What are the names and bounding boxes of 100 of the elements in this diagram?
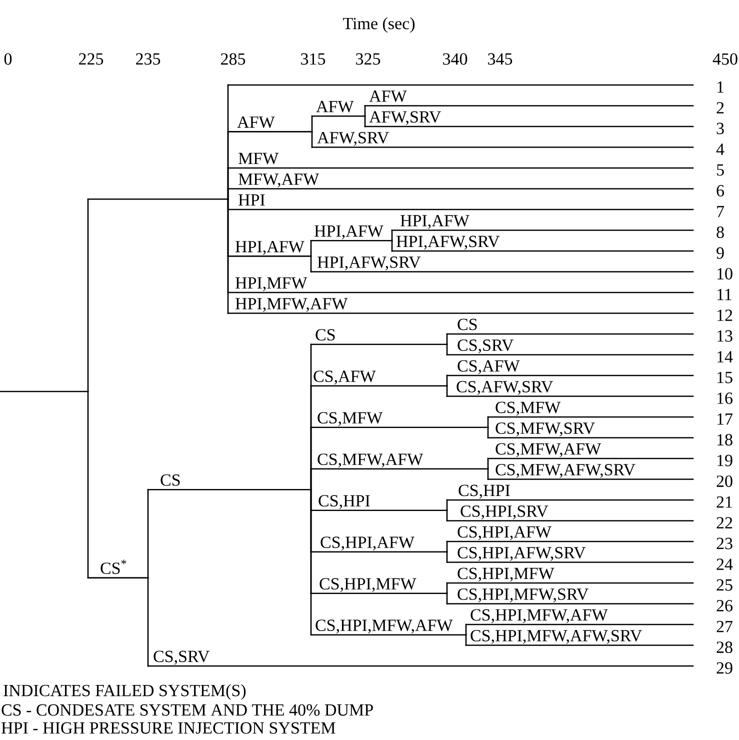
- tree-branch: AFW,SRV: [364, 111, 694, 128]
- tree-branch: HPI,MFW: [227, 277, 694, 294]
- connector-line: [487, 416, 489, 428]
- connector-line: [391, 240, 393, 252]
- tick-label: 345: [488, 53, 512, 65]
- connector-line: [227, 198, 229, 314]
- tick-label: 315: [301, 53, 326, 65]
- sequence-number: 19: [718, 454, 732, 466]
- connector-line: [446, 374, 448, 387]
- connector-line: [446, 344, 448, 356]
- tree-branch: CS,AFW: [310, 370, 448, 387]
- tree-branch: CS,MFW,AFW,SRV: [487, 464, 694, 480]
- connector-line: [487, 426, 489, 438]
- tree-branch: CS: [310, 329, 448, 346]
- tree-branch: HPI,AFW,SRV: [391, 236, 694, 252]
- connector-line: [311, 131, 313, 148]
- tree-branch: AFW: [311, 100, 366, 117]
- tree-branch: CS$^{*}$: [87, 560, 149, 578]
- tree-branch: CS,HPI,AFW: [310, 536, 448, 553]
- connector-line: [310, 256, 312, 272]
- tree-branch: CS,HPI,AFW: [446, 526, 694, 542]
- tree-branch: CS,HPI,MFW,AFW: [310, 620, 467, 636]
- connector-line: [147, 577, 149, 667]
- footnote-text: CS - CONDESATE SYSTEM AND THE 40% DUMP: [2, 704, 373, 716]
- connector-line: [311, 115, 313, 132]
- connector-line: [487, 468, 489, 480]
- tree-branch: CS,MFW,AFW: [487, 443, 694, 460]
- connector-line: [391, 230, 393, 242]
- sequence-number: 21: [716, 496, 732, 508]
- tick-label: 325: [356, 53, 380, 65]
- connector-line: [227, 188, 229, 200]
- tick-label: 0: [4, 53, 12, 65]
- sequence-number: 7: [717, 206, 724, 218]
- sequence-number: 14: [718, 351, 733, 362]
- sequence-number: 9: [716, 247, 724, 259]
- tree-branch: CS,HPI,MFW: [446, 568, 694, 584]
- tree-branch: MFW: [227, 152, 694, 169]
- tree-branch: CS,HPI,MFW,AFW,SRV: [465, 630, 694, 646]
- tick-label: 235: [136, 53, 160, 65]
- connector-line: [446, 540, 448, 553]
- sequence-number: 10: [718, 268, 732, 280]
- connector-line: [446, 592, 448, 604]
- tree-branch: CS,HPI: [446, 484, 694, 501]
- sequence-number: 23: [716, 538, 732, 550]
- sequence-number: 16: [718, 392, 732, 404]
- tree-branch: CS,HPI,AFW,SRV: [446, 547, 694, 563]
- tree-branch: HPI,AFW: [227, 240, 312, 257]
- tree-branch: HPI,AFW,SRV: [310, 256, 694, 272]
- connector-line: [446, 333, 448, 346]
- tree-branch: CS,HPI,SRV: [446, 506, 694, 522]
- sequence-number: 22: [716, 517, 732, 528]
- sequence-number: 1: [718, 81, 724, 93]
- connector-line: [310, 488, 312, 636]
- connector-line: [310, 240, 312, 257]
- tree-branch: CS,AFW,SRV: [446, 381, 694, 397]
- tree-branch: CS: [147, 474, 312, 490]
- axis-title: Time (sec): [343, 17, 415, 33]
- tree-branch: AFW,SRV: [311, 132, 694, 148]
- connector-line: [446, 582, 448, 594]
- tree-branch: CS,HPI,MFW,SRV: [446, 588, 694, 604]
- sequence-number: 17: [718, 413, 733, 425]
- tree-branch: CS,HPI: [310, 495, 448, 512]
- tick-label: 340: [443, 53, 468, 65]
- sequence-number: 3: [716, 122, 724, 134]
- connector-line: [487, 458, 489, 470]
- tree-branch: CS,HPI,MFW,AFW: [465, 609, 694, 626]
- tree-branch: HPI: [227, 194, 694, 210]
- tree-branch: AFW: [227, 116, 313, 132]
- tree-branch: HPI,AFW: [310, 225, 393, 242]
- connector-line: [364, 115, 366, 128]
- connector-line: [310, 468, 312, 490]
- sequence-number: 4: [716, 144, 724, 155]
- footnote-text: INDICATES FAILED SYSTEM(S): [4, 684, 246, 700]
- connector-line: [446, 385, 448, 397]
- connector-line: [364, 105, 366, 117]
- connector-line: [446, 551, 448, 563]
- sequence-number: 13: [718, 330, 732, 342]
- sequence-number: 11: [718, 288, 732, 300]
- sequence-number: 27: [716, 620, 733, 632]
- tree-branch: CS: [446, 318, 694, 335]
- tick-label: 285: [221, 53, 246, 65]
- tree-branch: CS,SRV: [446, 340, 694, 356]
- sequence-number: 24: [716, 558, 733, 570]
- sequence-number: 6: [716, 185, 724, 196]
- tree-branch: CS,MFW,SRV: [487, 422, 694, 438]
- tree-branch: CS,AFW: [446, 360, 694, 376]
- sequence-number: 8: [716, 226, 724, 238]
- tree-branch: CS,HPI,MFW: [310, 578, 448, 594]
- sequence-number: 28: [716, 642, 732, 653]
- sequence-number: 2: [716, 102, 724, 114]
- connector-line: [87, 390, 89, 578]
- sequence-number: 25: [716, 579, 732, 591]
- connector-line: [465, 634, 467, 646]
- sequence-number: 5: [717, 164, 724, 176]
- tree-branch: MFW,AFW: [227, 174, 694, 190]
- sequence-number: 12: [718, 310, 732, 321]
- connector-line: [446, 499, 448, 512]
- footnote-text: HPI - HIGH PRESSURE INJECTION SYSTEM: [1, 722, 336, 734]
- tree-branch: CS,MFW: [310, 412, 489, 428]
- tree-branch: CS,SRV: [147, 650, 694, 667]
